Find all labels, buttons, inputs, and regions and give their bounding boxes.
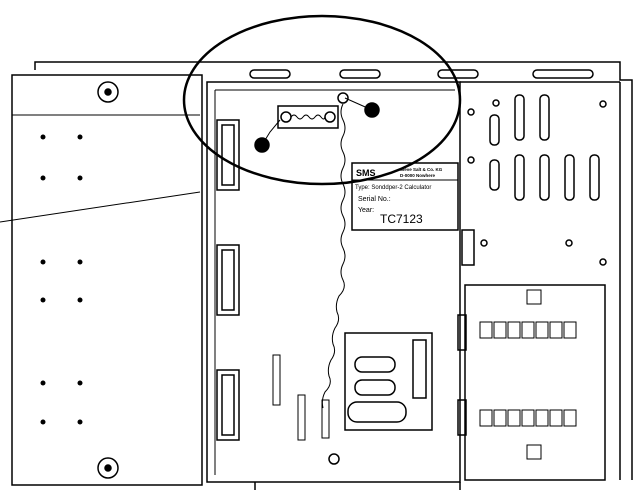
vent-slots — [249, 69, 594, 79]
pin-headers — [272, 354, 330, 441]
highlight-circle — [182, 14, 462, 186]
back-plate-outline — [34, 61, 633, 480]
terminal-strip — [277, 105, 339, 129]
nameplate-brand: SMS — [356, 168, 376, 178]
nameplate-serial-label: Serial No.: — [358, 196, 391, 203]
nameplate-maker-line2: D-0000 Nowhere — [400, 173, 436, 178]
connector-blocks — [216, 119, 240, 441]
mounting-holes — [40, 134, 83, 425]
screw-top — [337, 92, 349, 104]
terminal-box — [464, 284, 606, 481]
side-latch — [461, 229, 475, 266]
screw-bottom — [328, 453, 340, 465]
ground-point-left — [254, 137, 270, 153]
right-slots — [489, 94, 600, 201]
hinge-screw-top — [97, 81, 119, 103]
nameplate — [351, 162, 459, 231]
main-panel — [206, 81, 461, 483]
left-door — [11, 74, 203, 486]
nameplate-maker-line1: Sieve Salt & Co. KG — [400, 167, 443, 172]
leader-line — [0, 191, 201, 223]
hinge-screw-bottom — [97, 457, 119, 479]
nameplate-year-label: Year: — [358, 207, 374, 214]
nameplate-type: Type: Sonddper-2 Calculator — [355, 185, 431, 191]
ground-wire — [321, 103, 346, 409]
nameplate-serial-value: TC7123 — [380, 212, 423, 226]
terminal-blocks — [479, 289, 577, 460]
display-module — [344, 332, 433, 431]
